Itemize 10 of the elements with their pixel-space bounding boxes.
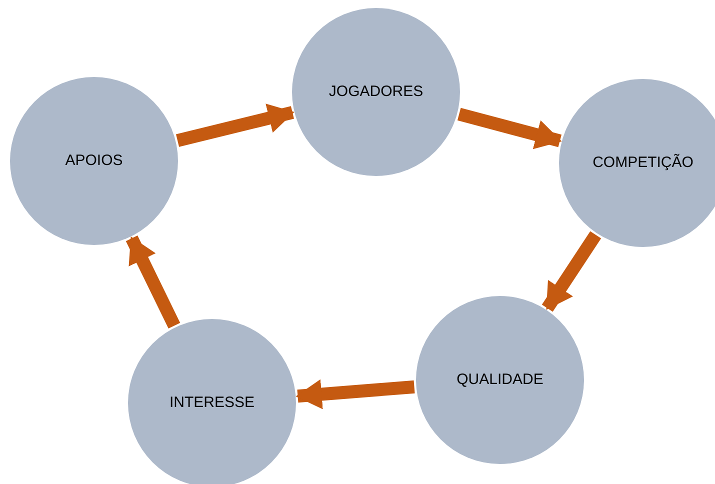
- node-label: QUALIDADE: [456, 370, 544, 390]
- block-arrow: [126, 235, 180, 329]
- block-arrow: [296, 379, 415, 410]
- node-label: COMPETIÇÃO: [592, 152, 694, 173]
- node-label: JOGADORES: [328, 82, 424, 102]
- block-arrow: [176, 104, 294, 147]
- node-label: APOIOS: [65, 150, 123, 171]
- block-arrow: [542, 231, 602, 312]
- block-arrow: [457, 108, 562, 150]
- node-label: INTERESSE: [169, 392, 255, 413]
